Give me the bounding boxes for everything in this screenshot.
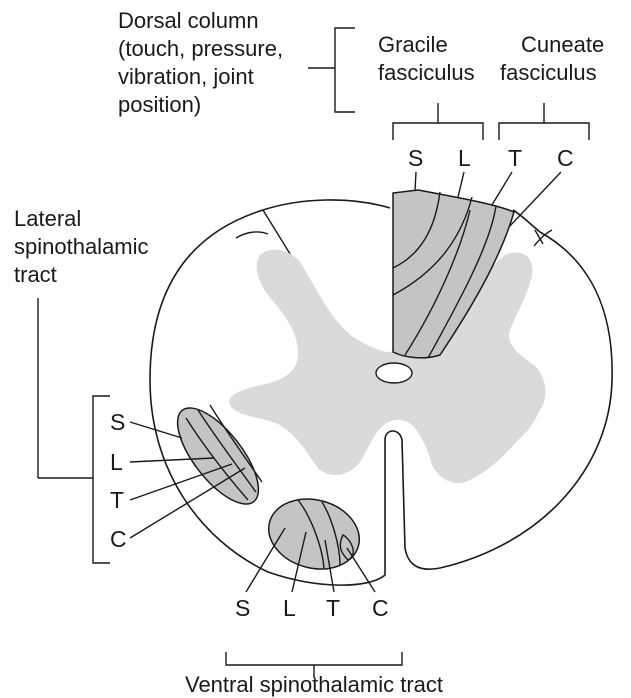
dorsal-letter-t: T bbox=[508, 145, 522, 171]
central-canal bbox=[376, 363, 412, 383]
cuneate-line-1: Cuneate bbox=[521, 32, 604, 57]
lateral-letter-c: C bbox=[110, 526, 127, 552]
lateral-letter-l: L bbox=[110, 449, 123, 475]
dorsal-column-line-1: Dorsal column bbox=[118, 8, 259, 33]
cuneate-line-2: fasciculus bbox=[500, 60, 597, 85]
dorsal-letter-l: L bbox=[458, 145, 471, 171]
dorsal-column-line-3: vibration, joint bbox=[118, 64, 254, 89]
gracile-line-1: Gracile bbox=[378, 32, 448, 57]
gracile-bracket bbox=[393, 103, 483, 140]
gracile-fasciculus-label: Gracile fasciculus bbox=[378, 32, 475, 85]
dorsal-column-line-4: position) bbox=[118, 92, 201, 117]
dorsal-letter-c: C bbox=[557, 145, 574, 171]
dorsal-letters: S L T C bbox=[408, 145, 574, 171]
lateral-line-1: Lateral bbox=[14, 206, 81, 231]
cuneate-bracket bbox=[499, 103, 589, 140]
lateral-letter-t: T bbox=[110, 487, 124, 513]
ventral-letter-t: T bbox=[326, 595, 340, 621]
ventral-letter-s: S bbox=[235, 595, 250, 621]
dorsal-column-label: Dorsal column (touch, pressure, vibratio… bbox=[118, 8, 283, 117]
dorsal-column-line-2: (touch, pressure, bbox=[118, 36, 283, 61]
lateral-spinothalamic-label: Lateral spinothalamic tract bbox=[14, 206, 149, 287]
ventral-letter-c: C bbox=[372, 595, 389, 621]
gracile-line-2: fasciculus bbox=[378, 60, 475, 85]
ventral-spinothalamic-tract bbox=[261, 489, 367, 578]
ventral-spinothalamic-label: Ventral spinothalamic tract bbox=[185, 672, 443, 697]
ventral-letter-l: L bbox=[283, 595, 296, 621]
dorsal-column-bracket bbox=[308, 28, 355, 112]
lateral-letter-s: S bbox=[110, 409, 125, 435]
dorsal-letter-s: S bbox=[408, 145, 423, 171]
lateral-line-2: spinothalamic bbox=[14, 234, 149, 259]
lateral-letters: S L T C bbox=[110, 409, 127, 552]
cuneate-fasciculus-label: Cuneate fasciculus bbox=[500, 32, 604, 85]
lateral-bracket bbox=[38, 298, 110, 563]
ventral-letters: S L T C bbox=[235, 595, 389, 621]
lateral-line-3: tract bbox=[14, 262, 57, 287]
